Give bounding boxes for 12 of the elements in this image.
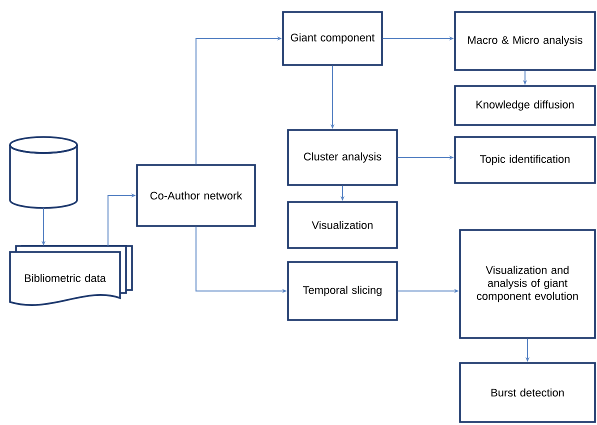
process-box: Visualization [287, 201, 398, 249]
process-box: Giant component [282, 11, 383, 66]
process-box: Macro & Micro analysis [454, 11, 596, 71]
process-box: Visualization and analysis of giant component evolution [459, 229, 596, 339]
process-box: Cluster analysis [287, 129, 398, 186]
process-box: Co-Author network [136, 164, 256, 227]
process-box: Knowledge diffusion [454, 85, 596, 126]
process-box: Topic identification [454, 136, 596, 184]
process-box: Burst detection [459, 362, 596, 423]
process-box: Temporal slicing [287, 261, 398, 321]
database-cylinder [9, 136, 78, 209]
document-stack: Bibliometric data [9, 245, 133, 306]
